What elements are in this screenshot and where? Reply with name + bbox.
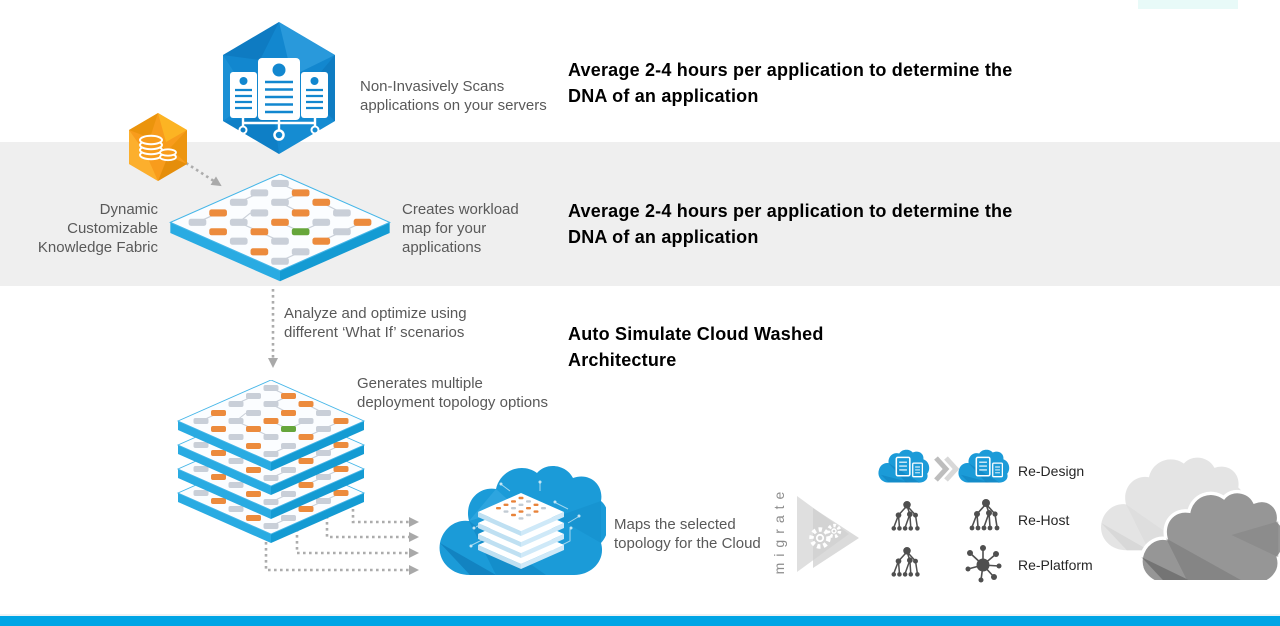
workload-map-headline: Average 2-4 hours per application to det…: [568, 201, 1013, 247]
option-label-rehost: Re-Host: [1018, 512, 1070, 528]
hub-topology-icon: [964, 544, 1003, 584]
migrate-play-icon: [797, 496, 859, 572]
gray-clouds-icon: [1101, 457, 1280, 580]
doc-cloud-icon: [957, 449, 1010, 484]
doc-cloud-icon: [877, 449, 930, 484]
cloud-topology-icon: [439, 465, 606, 575]
topology-caption: Generates multiple deployment topology o…: [357, 375, 548, 411]
tree-topology-icon: [890, 546, 921, 578]
cloud-map-caption: Maps the selected topology for the Cloud: [614, 516, 761, 552]
scan-hexagon-icon: [223, 22, 335, 154]
option-label-redesign: Re-Design: [1018, 463, 1085, 479]
scan-caption: Non-Invasively Scans applications on you…: [360, 78, 547, 114]
knowledge-fabric-hexagon-icon: [129, 113, 187, 181]
top-right-watermark: [1138, 0, 1238, 9]
option-label-replatform: Re-Platform: [1018, 557, 1093, 573]
tree-topology-icon: [968, 498, 1001, 532]
knowledge-fabric-label: Dynamic Customizable Knowledge Fabric: [37, 201, 158, 256]
double-chevron-icon: [934, 456, 959, 482]
simulate-headline: Auto Simulate Cloud Washed Architecture: [568, 324, 824, 370]
workload-map-caption: Creates workload map for your applicatio…: [402, 201, 519, 256]
scan-headline: Average 2-4 hours per application to det…: [568, 60, 1013, 106]
analyze-caption: Analyze and optimize using different ‘Wh…: [284, 305, 467, 341]
bottom-accent-bar: [0, 614, 1280, 626]
workload-map-icon: [169, 174, 391, 282]
tree-topology-icon: [890, 500, 921, 532]
migrate-label: migrate: [771, 485, 787, 575]
topology-stack-icon: [177, 380, 365, 544]
